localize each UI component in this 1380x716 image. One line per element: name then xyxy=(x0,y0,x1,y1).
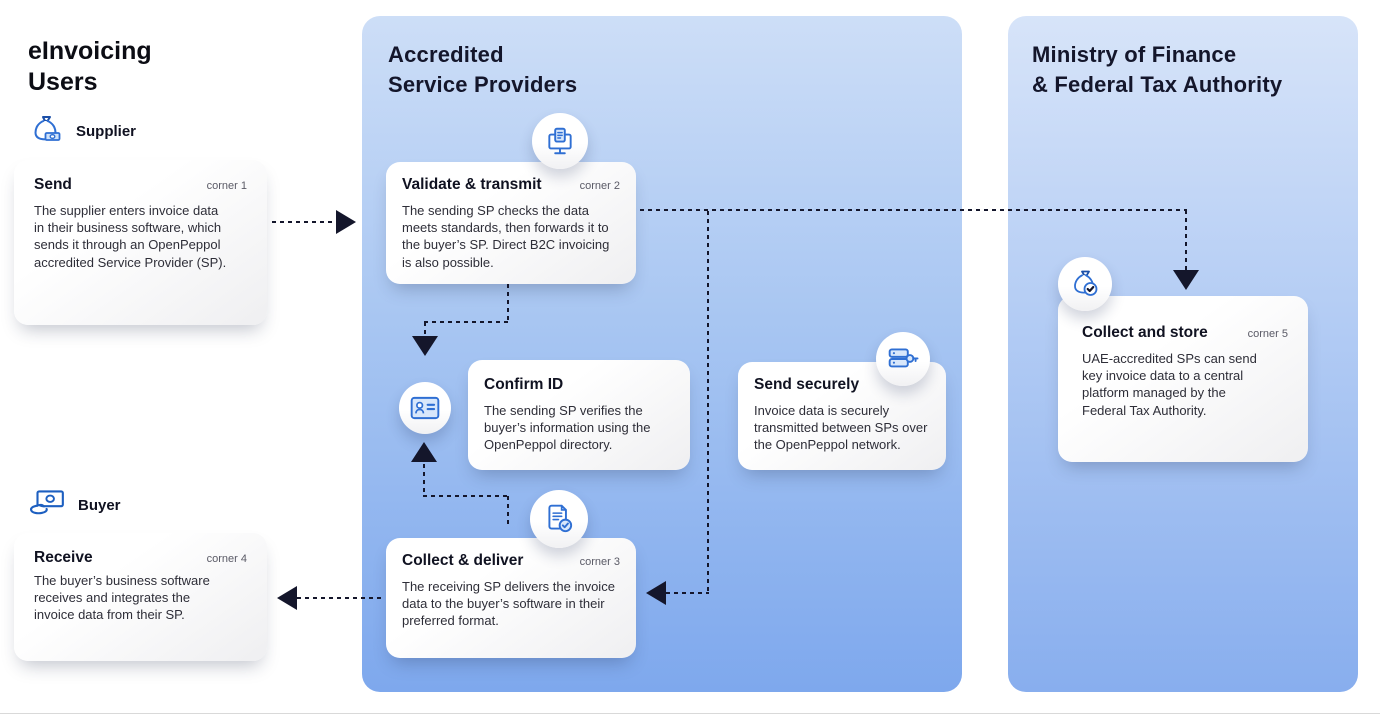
collect-store-card: Collect and store corner 5 UAE-accredite… xyxy=(1058,296,1308,462)
buyer-label: Buyer xyxy=(78,497,121,514)
arrowhead-right xyxy=(336,210,356,234)
send-card-body: The supplier enters invoice data in thei… xyxy=(34,203,227,270)
confirm-id-card-body: The sending SP verifies the buyer’s info… xyxy=(484,403,651,453)
mof-panel-title: Ministry of Finance & Federal Tax Author… xyxy=(1032,40,1282,100)
send-card: Send corner 1 The supplier enters invoic… xyxy=(14,160,267,325)
buyer-actor: Buyer xyxy=(28,488,121,523)
arrowhead-down xyxy=(1173,270,1199,290)
validate-card-corner-label: corner 2 xyxy=(579,180,620,192)
connector-line xyxy=(707,211,709,593)
send-card-title: Send xyxy=(34,176,72,193)
arrowhead-left xyxy=(277,586,297,610)
sp-panel-title-line2: Service Providers xyxy=(388,72,578,97)
collect-store-card-corner-label: corner 5 xyxy=(1247,328,1288,340)
connector-line xyxy=(297,597,384,599)
connector-line xyxy=(423,495,509,497)
send-securely-card-title: Send securely xyxy=(754,376,860,393)
receive-card: Receive corner 4 The buyer’s business so… xyxy=(14,533,267,661)
receive-card-corner-label: corner 4 xyxy=(206,553,247,565)
collect-deliver-card-body: The receiving SP delivers the invoice da… xyxy=(402,579,615,629)
receive-money-icon xyxy=(28,488,66,523)
connector-line xyxy=(423,464,425,496)
money-bag-check-icon xyxy=(1058,257,1112,311)
send-securely-card-body: Invoice data is securely transmitted bet… xyxy=(754,403,928,453)
mof-panel-title-line2: & Federal Tax Authority xyxy=(1032,72,1283,97)
bottom-divider xyxy=(0,713,1380,714)
validate-transmit-card: Validate & transmit corner 2 The sending… xyxy=(386,162,636,284)
mof-panel-title-line1: Ministry of Finance xyxy=(1032,42,1237,67)
arrowhead-up xyxy=(411,442,437,462)
money-bag-icon xyxy=(28,113,64,150)
connector-line xyxy=(424,322,426,338)
supplier-label: Supplier xyxy=(76,123,137,140)
connector-line xyxy=(507,496,509,525)
collect-store-card-title: Collect and store xyxy=(1082,324,1208,341)
confirm-id-card: Confirm ID The sending SP verifies the b… xyxy=(468,360,690,470)
page-title-line2: Users xyxy=(28,68,98,96)
document-monitor-icon xyxy=(532,113,588,169)
receive-card-title: Receive xyxy=(34,549,93,566)
connector-line xyxy=(666,592,709,594)
connector-line xyxy=(424,321,509,323)
validate-card-body: The sending SP checks the data meets sta… xyxy=(402,203,610,270)
arrowhead-left xyxy=(646,581,666,605)
send-securely-card: Send securely Invoice data is securely t… xyxy=(738,362,946,470)
connector-line xyxy=(1185,210,1187,272)
id-card-icon xyxy=(399,382,451,434)
collect-deliver-card-title: Collect & deliver xyxy=(402,552,524,569)
page-title-line1: eInvoicing xyxy=(28,37,152,65)
collect-deliver-card-corner-label: corner 3 xyxy=(579,556,620,568)
confirm-id-card-title: Confirm ID xyxy=(484,376,564,393)
connector-line xyxy=(640,209,1187,211)
collect-store-card-body: UAE-accredited SPs can send key invoice … xyxy=(1082,351,1257,418)
validate-card-title: Validate & transmit xyxy=(402,176,542,193)
document-check-icon xyxy=(530,490,588,548)
server-key-icon xyxy=(876,332,930,386)
connector-line xyxy=(507,284,509,322)
sp-panel-title: Accredited Service Providers xyxy=(388,40,577,100)
sp-panel-title-line1: Accredited xyxy=(388,42,504,67)
collect-deliver-card: Collect & deliver corner 3 The receiving… xyxy=(386,538,636,658)
send-card-corner-label: corner 1 xyxy=(206,180,247,192)
connector-line xyxy=(272,221,336,223)
receive-card-body: The buyer’s business software receives a… xyxy=(34,573,210,623)
arrowhead-down xyxy=(412,336,438,356)
page-title: eInvoicing Users xyxy=(28,36,152,98)
supplier-actor: Supplier xyxy=(28,113,136,150)
